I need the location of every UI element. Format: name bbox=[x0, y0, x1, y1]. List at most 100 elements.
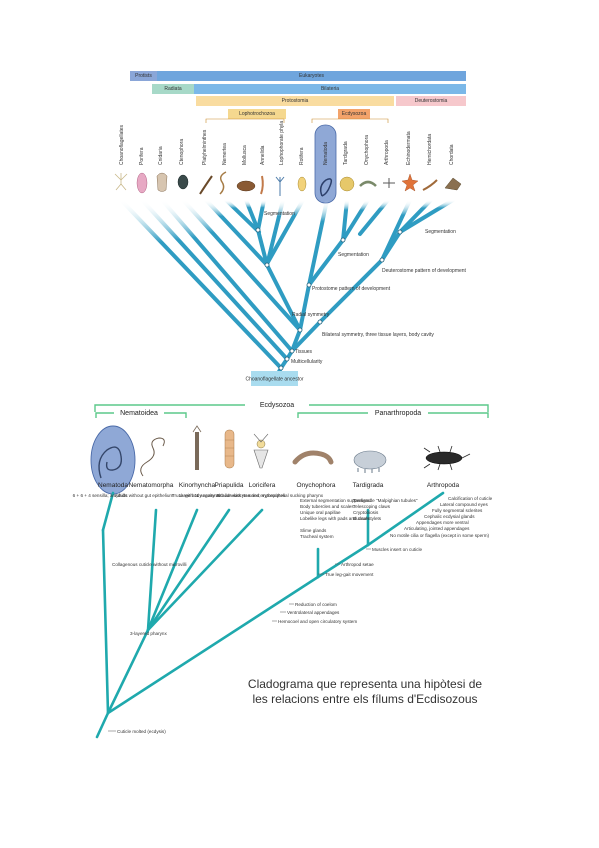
label-segmentation-left: Segmentation bbox=[264, 211, 295, 217]
bar-eukaryotes: Eukaryotes bbox=[157, 71, 466, 81]
top-taxa: Choanoflagellates Porifera Cnidaria Cten… bbox=[119, 121, 455, 165]
trait-kinorhyncha: Trunk with 11 segments bbox=[172, 493, 221, 498]
nematoidea-label: Nematoidea bbox=[120, 410, 158, 417]
label-multicellularity: Multicellularity bbox=[291, 359, 323, 365]
loricifera-illustration bbox=[253, 433, 269, 469]
trait-loricifera: Scalids with muscles; myoepithelial suck… bbox=[217, 493, 324, 498]
chordate-illustration bbox=[444, 177, 462, 191]
phylum-kinorhyncha: Kinorhyncha bbox=[179, 482, 216, 489]
onychophoran-illustration bbox=[292, 450, 334, 465]
trait-hemocoel: Hemocoel and open circulatory system bbox=[278, 619, 357, 624]
trait-arthropoda-2: Lateral compound eyes bbox=[440, 502, 488, 507]
bottom-traits: 6 + 6 + 4 sensilla; amphids Adults witho… bbox=[73, 493, 493, 734]
nematode-illustration bbox=[98, 446, 123, 479]
cnidarian-illustration bbox=[156, 172, 168, 192]
taxon-onychophora-top: Onychophora bbox=[364, 135, 370, 165]
kinorhynch-illustration bbox=[192, 425, 202, 470]
trait-tardigrada-2: Telescoping claws bbox=[353, 504, 391, 509]
label-protostome: Protostome pattern of development bbox=[312, 286, 391, 292]
trait-priapulida: Large body cavity with amebocytes and er… bbox=[179, 493, 286, 498]
caption: Cladograma que representa una hipòtesi d… bbox=[230, 677, 500, 707]
panarthropoda-label: Panarthropoda bbox=[375, 410, 421, 417]
trait-arthropoda-4: Cephalic ecdysial glands bbox=[424, 514, 475, 519]
taxon-ctenophora: Ctenophora bbox=[179, 139, 185, 165]
trait-ventrolateral: Ventrolateral appendages bbox=[287, 610, 340, 615]
taxon-hemichordata: Hemichordata bbox=[427, 134, 433, 165]
trait-connectors bbox=[108, 548, 371, 732]
nematomorph-illustration bbox=[140, 437, 165, 477]
taxon-annelida: Annelida bbox=[260, 145, 266, 165]
bar-ecdysozoa-top: Ecdysozoa bbox=[338, 109, 370, 119]
tardigrade-illustration-top bbox=[339, 176, 355, 192]
taxon-nemertea: Nemertea bbox=[222, 143, 228, 165]
label-segmentation-mid: Segmentation bbox=[338, 252, 369, 258]
phylum-priapulida: Priapulida bbox=[215, 482, 244, 489]
taxon-chordata: Chordata bbox=[449, 144, 455, 165]
phylum-tardigrada: Tardigrada bbox=[353, 482, 384, 489]
ecdysozoa-header-bg bbox=[245, 400, 309, 409]
arthropod-illustration-top bbox=[383, 178, 395, 188]
trait-arthropod-setae: Arthropod setae bbox=[341, 562, 374, 567]
rotifer-illustration bbox=[297, 176, 307, 192]
label-deuterostome: Deuterostome pattern of development bbox=[382, 268, 467, 274]
label-radial: Radial symmetry bbox=[292, 312, 330, 318]
trait-collagenous: Collagenous cuticle without microvilli bbox=[112, 562, 187, 567]
phylum-arthropoda: Arthropoda bbox=[427, 482, 460, 489]
ancestor-box bbox=[251, 371, 298, 386]
trait-arthropoda-6: Articulating, jointed appendages bbox=[404, 526, 470, 531]
taxon-cnidaria: Cnidaria bbox=[158, 146, 164, 165]
bar-protostomia: Protostomia bbox=[196, 96, 394, 106]
annelid-illustration bbox=[260, 175, 264, 195]
taxon-platyhelminthes: Platyhelminthes bbox=[202, 129, 208, 165]
label-bilateral: Bilateral symmetry, three tissue layers,… bbox=[322, 332, 434, 338]
starfish-illustration bbox=[401, 173, 419, 192]
phylum-nematomorpha: Nematomorpha bbox=[129, 482, 174, 489]
trait-tardigrada-4: Buccal stylets bbox=[353, 516, 382, 521]
trait-tardigrada-1: Tardigrade "Malpighian tubules" bbox=[353, 498, 418, 503]
trait-leg-gait: True leg-gait movement bbox=[325, 572, 374, 577]
top-annotations: Segmentation Segmentation Segmentation D… bbox=[264, 211, 467, 365]
ecdysozoa-header: Ecdysozoa bbox=[260, 402, 294, 409]
priapulid-illustration bbox=[224, 429, 235, 469]
trait-muscles: Muscles insert on cuticle bbox=[372, 547, 422, 552]
bottom-tree-branches bbox=[95, 491, 445, 739]
arthropod-illustration bbox=[423, 445, 471, 471]
trait-tardigrada-3: Cryptobiosis bbox=[353, 510, 379, 515]
trait-nematomorpha: Adults without gut epithelium bbox=[115, 493, 174, 498]
taxon-echinodermata: Echinodermata bbox=[406, 131, 412, 165]
lophotrochozoa-bracket bbox=[205, 118, 389, 123]
choanoflagellate-illustration bbox=[114, 173, 128, 191]
trait-onychophora-1: External segmentation suppressed bbox=[300, 498, 371, 503]
nematode-illustration-top bbox=[319, 178, 333, 197]
panarthropoda-bg bbox=[368, 408, 428, 417]
taxon-porifera: Porifera bbox=[139, 147, 145, 165]
onychophoran-illustration-top bbox=[359, 180, 377, 187]
nemertea-illustration bbox=[219, 171, 227, 195]
bar-lophotrochozoa: Lophotrochozoa bbox=[228, 109, 286, 119]
bar-protists: Protists bbox=[130, 71, 157, 81]
caption-line-1: Cladograma que representa una hipòtesi d… bbox=[247, 677, 483, 691]
top-tree-branches bbox=[119, 198, 455, 370]
phylum-nematoda: Nematoda bbox=[98, 482, 128, 489]
trait-coelom: Reduction of coelom bbox=[295, 602, 337, 607]
trait-arthropoda-5: Appendages more ventral bbox=[416, 520, 469, 525]
trait-onychophora-3: Unique oral papillae bbox=[300, 510, 341, 515]
taxon-arthropoda-top: Arthropoda bbox=[384, 140, 390, 165]
top-tree-trunk bbox=[256, 228, 402, 379]
trait-onychophora-4: Lobelike legs with pads and claws bbox=[300, 516, 370, 521]
caption-line-2: les relacions entre els fílums d'Ecdisoz… bbox=[252, 692, 478, 706]
label-ancestor: Choanoflagellate ancestor bbox=[245, 377, 303, 383]
lophophorate-illustration bbox=[275, 176, 285, 196]
trait-onychophora-5: Slime glands bbox=[300, 528, 327, 533]
label-tissues: Tissues bbox=[295, 349, 313, 355]
sponge-illustration bbox=[136, 172, 148, 194]
label-segmentation-right: Segmentation bbox=[425, 229, 456, 235]
trait-molting: Cuticle molted (ecdysis) bbox=[117, 729, 166, 734]
top-organisms bbox=[114, 171, 462, 197]
bar-deuterostomia: Deuterostomia bbox=[396, 96, 466, 106]
trait-onychophora-2: Body tubercles and scales bbox=[300, 504, 354, 509]
taxon-tardigrada-top: Tardigrada bbox=[343, 141, 349, 165]
label-deuterostome-text: Deuterostome pattern of development bbox=[382, 268, 467, 274]
